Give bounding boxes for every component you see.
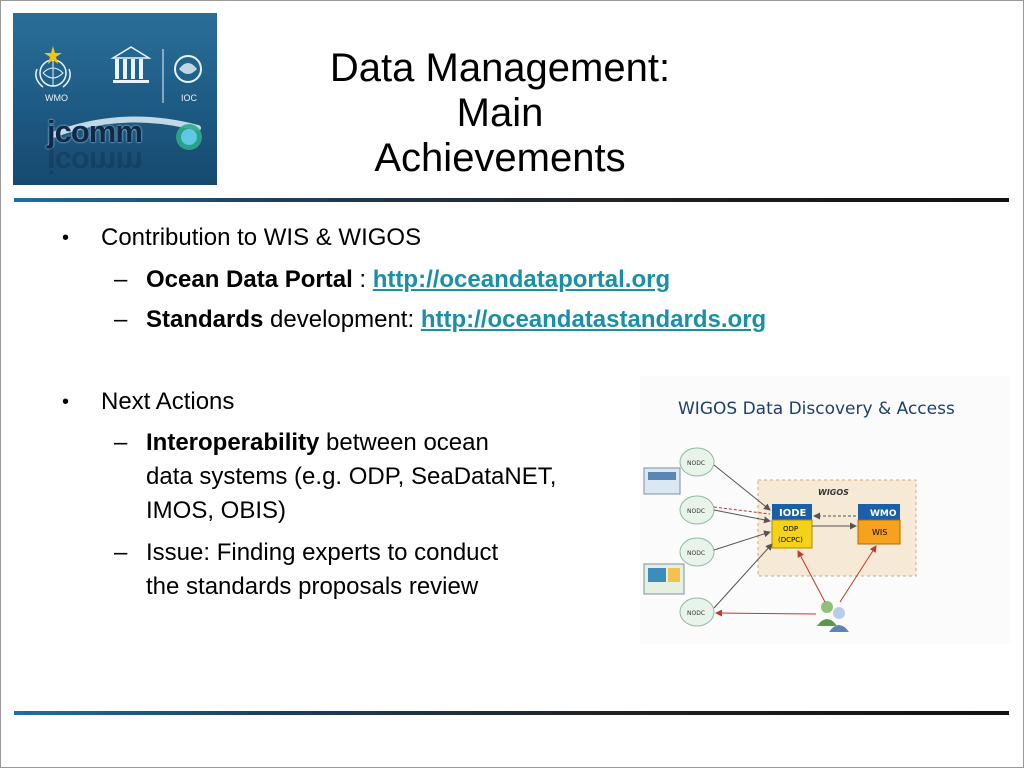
wigos-group-label: WIGOS	[818, 488, 849, 497]
sub-bullet-dash: –	[114, 539, 128, 566]
sub-bullet-dash: –	[114, 266, 128, 293]
sub-bullet-odp: Ocean Data Portal : http://oceandataport…	[146, 266, 670, 294]
bullet-next-actions: Next Actions	[101, 388, 235, 415]
odp-box	[771, 519, 813, 549]
sub-bullet-dash: –	[114, 306, 128, 333]
nodc-label: NODC	[687, 460, 705, 467]
wis-label: WIS	[872, 528, 887, 537]
wmo-label: WMO	[45, 93, 68, 103]
odp-sep: :	[352, 266, 373, 293]
nodc-node: NODC	[679, 447, 715, 477]
interop-line-2: data systems (e.g. ODP, SeaDataNET,	[146, 463, 557, 490]
odp-label: ODP	[783, 525, 798, 533]
interop-line-1: Interoperability between ocean	[146, 429, 489, 457]
top-rule	[14, 198, 1009, 202]
standards-bold: Standards	[146, 306, 264, 333]
standards-text: development:	[263, 306, 421, 333]
nodc-node: NODC	[679, 597, 715, 627]
slide-title: Data Management: Main Achievements	[300, 46, 700, 181]
interop-bold: Interoperability	[146, 429, 320, 456]
interop-text: between ocean	[319, 429, 489, 456]
odp-bold: Ocean Data Portal	[146, 266, 353, 293]
users-icon	[817, 601, 849, 632]
logo-emblems-icon	[35, 46, 202, 150]
issue-line-2: the standards proposals review	[146, 573, 479, 600]
portal-thumbnail-icon	[643, 467, 681, 495]
diagram-svg: WIGOS Data Discovery & Access WIGOS IODE…	[643, 399, 955, 632]
jcomm-reflection: jcomm	[47, 145, 142, 180]
nodc-label: NODC	[687, 610, 705, 617]
nodc-node: NODC	[679, 537, 715, 567]
title-line-1: Data Management: Main	[329, 46, 671, 135]
standards-link[interactable]: http://oceandatastandards.org	[420, 306, 767, 333]
bullet-wis-wigos: Contribution to WIS & WIGOS	[101, 224, 422, 251]
bullet-dot: •	[62, 227, 70, 249]
nodc-label: NODC	[687, 550, 705, 557]
odp-link[interactable]: http://oceandataportal.org	[372, 266, 671, 293]
nodc-label: NODC	[687, 508, 705, 515]
diagram-title: WIGOS Data Discovery & Access	[678, 399, 955, 419]
dcpc-label: (DCPC)	[778, 536, 803, 544]
bullet-dot: •	[62, 391, 70, 413]
wmo-box	[858, 504, 900, 520]
interop-line-3: IMOS, OBIS)	[146, 497, 287, 524]
issue-line-1: Issue: Finding experts to conduct	[146, 539, 499, 566]
wmo-box-label: WMO	[870, 509, 897, 519]
iode-label: IODE	[779, 508, 807, 519]
bottom-rule	[14, 711, 1009, 715]
ioc-label: IOC	[181, 93, 198, 103]
sub-bullet-standards: Standards development: http://oceandatas…	[146, 306, 766, 334]
jcomm-wordmark: jcomm	[47, 114, 143, 149]
nodc-node: NODC	[679, 495, 715, 525]
wigos-diagram: WIGOS Data Discovery & Access WIGOS IODE…	[640, 376, 1010, 644]
jcomm-logo: WMO IOC jcomm jcomm	[13, 13, 217, 185]
wis-box	[857, 519, 901, 545]
title-line-2: Achievements	[374, 136, 626, 180]
iode-box	[772, 504, 812, 520]
sub-bullet-dash: –	[114, 429, 128, 456]
